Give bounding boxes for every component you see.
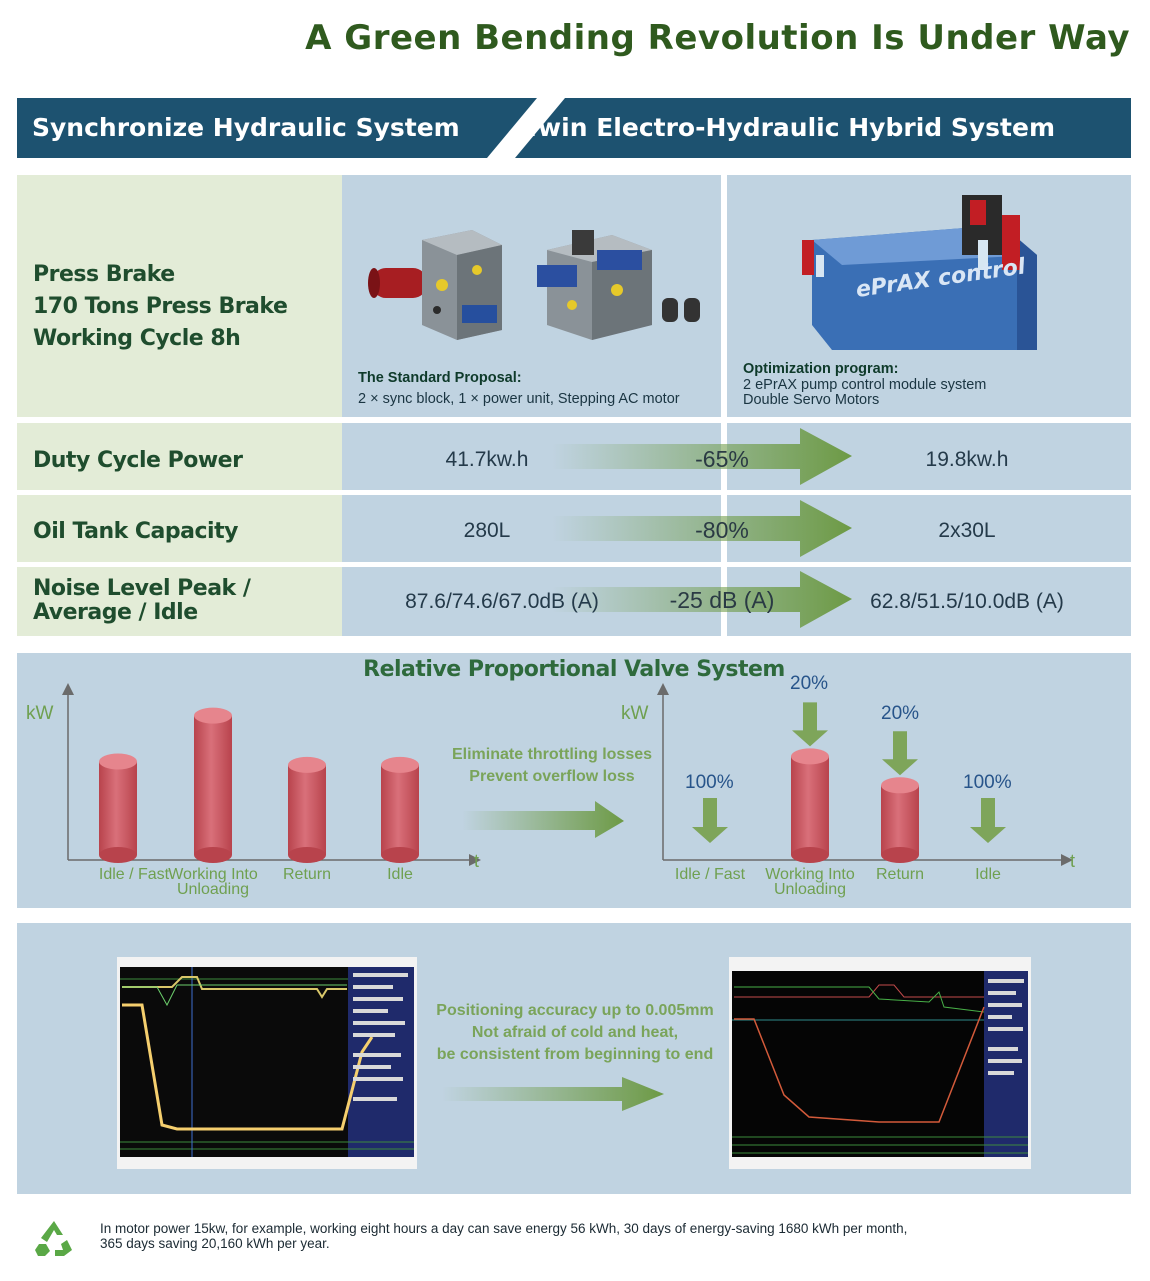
valve-system-panel: Relative Proportional Valve System	[17, 653, 1131, 908]
right-category-label: Working Into Unloading	[750, 866, 870, 898]
row-label-cell: Oil Tank Capacity	[17, 495, 342, 562]
right-category-label: Idle	[975, 866, 1001, 883]
system-banner: Synchronize Hydraulic System Twin Electr…	[17, 98, 1131, 158]
row-standard-value: 87.6/74.6/67.0dB (A)	[405, 590, 599, 613]
standard-proposal-cell: The Standard Proposal: 2 × sync block, 1…	[342, 175, 721, 417]
down-arrow	[970, 798, 1006, 843]
valve-note: Eliminate throttling losses Prevent over…	[437, 744, 667, 788]
optimization-line-2: Double Servo Motors	[743, 392, 880, 408]
footer-line-2: 365 days saving 20,160 kWh per year.	[100, 1236, 330, 1251]
footer-line-1: In motor power 15kw, for example, workin…	[100, 1221, 908, 1236]
accuracy-note-line-3: be consistent from beginning to end	[436, 1046, 714, 1063]
right-category-line: Unloading	[773, 881, 847, 898]
right-category-line: Working Into	[765, 866, 855, 883]
banner-background	[17, 98, 1131, 158]
row-label-line-1: Noise Level Peak /	[33, 576, 251, 601]
header-label-cell: Press Brake 170 Tons Press Brake Working…	[17, 175, 342, 417]
banner-left-title: Synchronize Hydraulic System	[32, 113, 460, 142]
down-arrow	[692, 798, 728, 843]
row-standard-value: 280L	[463, 519, 511, 542]
right-category-label: Return	[875, 866, 925, 883]
row-label-cell: Duty Cycle Power	[17, 423, 342, 490]
valve-note-line-2: Prevent overflow loss	[469, 768, 635, 785]
eprax-machine-image: ePrAX control	[802, 195, 1037, 350]
row-noise-level: Noise Level Peak / Average / Idle 87.6/7…	[17, 567, 1131, 636]
header-label-line-3: Working Cycle 8h	[33, 326, 241, 351]
cylinder	[288, 756, 326, 863]
right-y-axis-label: kW	[621, 703, 649, 724]
row-change-value: -65%	[695, 446, 749, 472]
row-label-cell: Noise Level Peak / Average / Idle	[17, 567, 342, 636]
row-label: Oil Tank Capacity	[33, 519, 238, 544]
row-optimized-value: 19.8kw.h	[925, 448, 1009, 471]
cylinder	[791, 748, 829, 863]
accuracy-note-line-2: Not afraid of cold and heat,	[471, 1024, 679, 1041]
left-category-label: Return	[282, 866, 332, 883]
header-label-line-2: 170 Tons Press Brake	[33, 294, 288, 319]
header-label-line-1: Press Brake	[33, 262, 175, 287]
percentage-label: 100%	[963, 772, 1012, 793]
reduction-arrow	[552, 428, 852, 485]
left-x-axis-label: t	[474, 851, 480, 871]
cylinder	[194, 707, 232, 863]
footer-note: In motor power 15kw, for example, workin…	[100, 1221, 907, 1251]
cylinder	[881, 777, 919, 863]
cylinder	[99, 753, 137, 863]
left-category-line: Working Into	[168, 866, 258, 883]
left-category-label: Idle	[387, 866, 413, 883]
down-arrow	[792, 702, 828, 747]
reduction-arrow	[552, 500, 852, 557]
right-x-axis-label: t	[1070, 851, 1076, 871]
header-label: Press Brake 170 Tons Press Brake Working…	[33, 259, 288, 355]
optimized-curve-screenshot	[729, 957, 1031, 1169]
left-category-label: Working Into Unloading	[153, 866, 273, 898]
percentage-label: 20%	[881, 703, 920, 724]
accuracy-arrow	[442, 1077, 664, 1111]
row-optimized-value: 62.8/51.5/10.0dB (A)	[870, 590, 1064, 613]
page-title: A Green Bending Revolution Is Under Way	[305, 18, 1130, 58]
accuracy-panel: Positioning accuracy up to 0.005mm Not a…	[17, 923, 1131, 1194]
percentage-label: 20%	[790, 673, 829, 694]
cylinder	[381, 756, 419, 863]
left-y-axis-label: kW	[26, 703, 54, 724]
standard-curve-screenshot	[117, 957, 417, 1169]
standard-proposal-title: The Standard Proposal:	[358, 370, 522, 386]
right-cylinders	[692, 702, 1006, 863]
left-cylinders	[99, 707, 419, 863]
left-category-label: Idle / Fast	[98, 866, 170, 883]
row-duty-cycle-power: Duty Cycle Power 41.7kw.h -65% 19.8kw.h	[17, 423, 1131, 490]
row-standard-value: 41.7kw.h	[445, 448, 529, 471]
optimization-line-1: 2 ePrAX pump control module system	[743, 377, 987, 393]
row-label: Noise Level Peak / Average / Idle	[33, 576, 251, 625]
accuracy-note-line-1: Positioning accuracy up to 0.005mm	[436, 1002, 714, 1019]
row-change-value: -25 dB (A)	[669, 587, 775, 613]
row-label: Duty Cycle Power	[33, 448, 243, 473]
valve-note-line-1: Eliminate throttling losses	[451, 746, 653, 763]
valve-blocks-image	[368, 230, 700, 340]
accuracy-note: Positioning accuracy up to 0.005mm Not a…	[425, 1000, 725, 1066]
optimization-title: Optimization program:	[743, 361, 899, 377]
row-change-value: -80%	[695, 517, 749, 543]
row-oil-tank-capacity: Oil Tank Capacity 280L -80% 2x30L	[17, 495, 1131, 562]
optimization-program-cell: ePrAX control Optimization program: 2 eP…	[727, 175, 1131, 417]
row-label-line-2: Average / Idle	[33, 600, 198, 625]
valve-section-title: Relative Proportional Valve System	[363, 657, 785, 682]
middle-arrow	[462, 801, 624, 838]
row-optimized-value: 2x30L	[938, 519, 996, 542]
down-arrow	[882, 731, 918, 776]
reduction-arrow	[552, 571, 852, 628]
percentage-label: 100%	[685, 772, 734, 793]
recycle-icon	[35, 1221, 72, 1256]
header-row: Press Brake 170 Tons Press Brake Working…	[17, 175, 1131, 417]
standard-proposal-desc: 2 × sync block, 1 × power unit, Stepping…	[358, 391, 680, 407]
banner-right-title: Twin Electro-Hydraulic Hybrid System	[523, 113, 1055, 142]
left-category-line: Unloading	[176, 881, 250, 898]
valve-charts-axes	[62, 683, 1073, 866]
right-category-label: Idle / Fast	[674, 866, 746, 883]
